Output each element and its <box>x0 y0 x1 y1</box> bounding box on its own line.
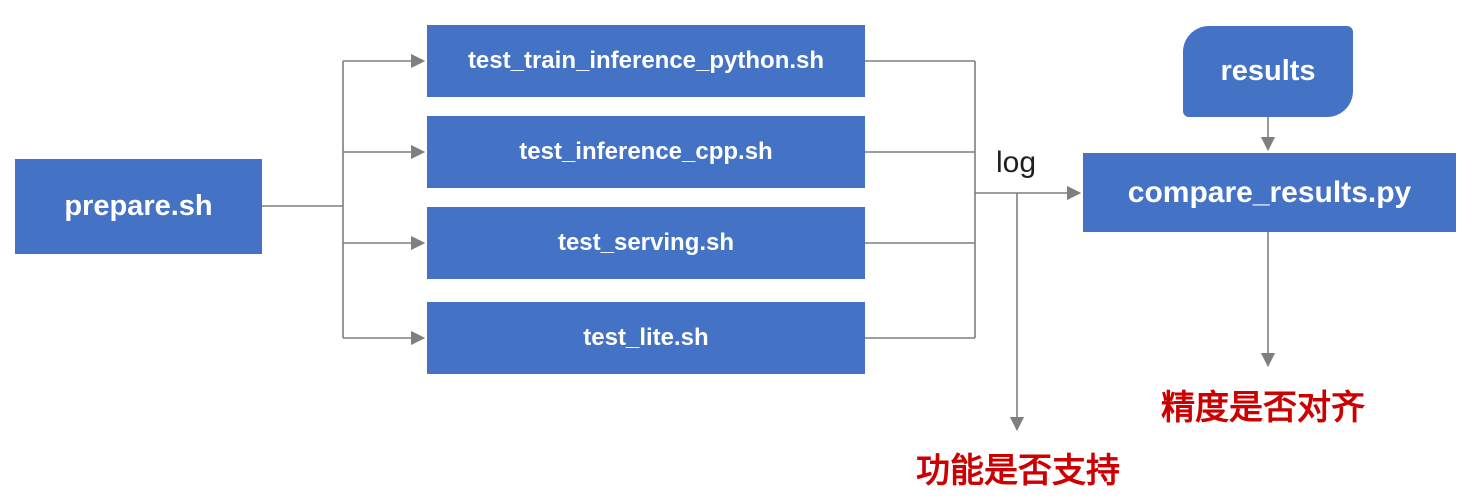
annotation-function-support: 功能是否支持 <box>916 452 1120 490</box>
node-compare-results-py-label: compare_results.py <box>1127 175 1412 209</box>
edge-label-log: log <box>995 146 1037 179</box>
node-test-lite: test_lite.sh <box>427 302 865 374</box>
node-test-inference-cpp: test_inference_cpp.sh <box>427 116 865 188</box>
node-prepare-sh: prepare.sh <box>15 159 262 254</box>
node-results-label: results <box>1220 55 1316 87</box>
node-test-inference-cpp-label: test_inference_cpp.sh <box>519 138 773 165</box>
node-prepare-sh-label: prepare.sh <box>64 190 213 222</box>
node-test-serving-label: test_serving.sh <box>557 229 735 256</box>
node-results: results <box>1183 26 1353 117</box>
annotation-precision-aligned: 精度是否对齐 <box>1161 389 1365 427</box>
node-test-train-inference-python: test_train_inference_python.sh <box>427 25 865 97</box>
node-test-serving: test_serving.sh <box>427 207 865 279</box>
node-compare-results-py: compare_results.py <box>1083 153 1456 232</box>
node-test-lite-label: test_lite.sh <box>583 324 709 351</box>
node-test-train-inference-python-label: test_train_inference_python.sh <box>467 47 825 74</box>
